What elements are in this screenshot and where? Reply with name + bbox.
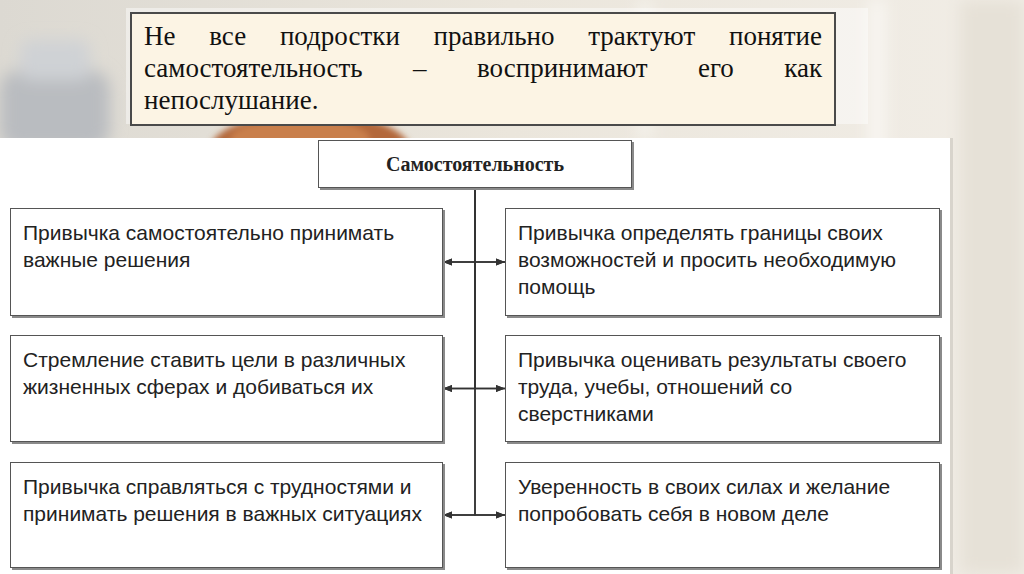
- box-text: Привычка определять границы своих возмож…: [518, 219, 927, 300]
- process-box: Стремление ставить цели в различных жизн…: [10, 335, 443, 442]
- connector-arrow: [475, 188, 505, 262]
- connector-arrow: [443, 388, 505, 390]
- connector-arrow: [475, 188, 505, 389]
- process-box: Привычка справляться с трудностями и при…: [10, 462, 443, 568]
- heading-text: Самостоятельность: [386, 153, 564, 176]
- heading-box: Самостоятельность: [318, 140, 632, 188]
- box-text: Привычка самостоятельно принимать важные…: [23, 219, 430, 273]
- box-text: Стремление ставить цели в различных жизн…: [23, 346, 430, 400]
- connector-arrow: [475, 188, 505, 515]
- box-text: Уверенность в своих силах и желание попр…: [518, 473, 927, 527]
- process-box: Привычка оценивать результаты своего тру…: [505, 335, 940, 442]
- panel-edge: [950, 138, 953, 574]
- connector-arrow: [443, 188, 475, 515]
- connector-arrow: [443, 188, 475, 262]
- process-box: Привычка самостоятельно принимать важные…: [10, 208, 443, 316]
- connector-arrow: [443, 261, 505, 263]
- callout-box: Не все подростки правильно трактуют поня…: [130, 12, 836, 126]
- diagram-panel: [0, 138, 950, 574]
- process-box: Уверенность в своих силах и желание попр…: [505, 462, 940, 568]
- process-box: Привычка определять границы своих возмож…: [505, 208, 940, 316]
- blender-shape: [0, 40, 110, 150]
- box-text: Привычка оценивать результаты своего тру…: [518, 346, 927, 427]
- connector-arrow: [443, 188, 475, 389]
- connector-arrow: [443, 514, 505, 516]
- box-text: Привычка справляться с трудностями и при…: [23, 473, 430, 527]
- callout-text: Не все подростки правильно трактуют поня…: [144, 20, 822, 116]
